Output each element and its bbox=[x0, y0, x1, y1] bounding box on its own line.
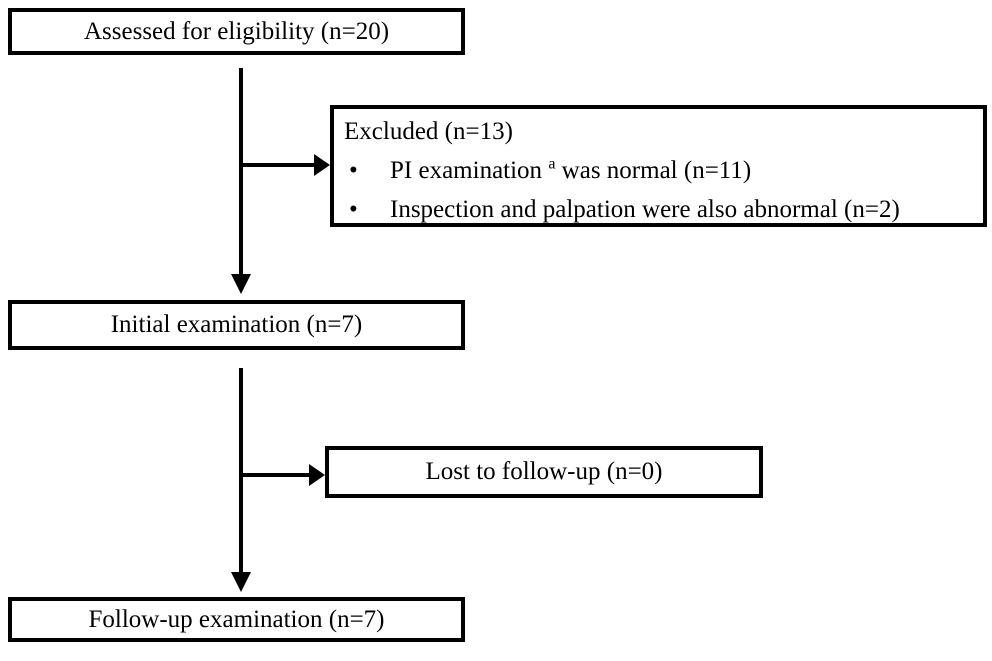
excluded-item-1-footnote-marker: a bbox=[548, 155, 556, 173]
box-initial-examination-label: Initial examination (n=7) bbox=[110, 311, 363, 338]
connector-assessed-to-initial bbox=[239, 68, 243, 274]
excluded-item-1-text: PI examination a was normal (n=11) bbox=[390, 151, 751, 190]
box-assessed-eligibility: Assessed for eligibility (n=20) bbox=[8, 8, 465, 55]
box-followup-examination-label: Follow-up examination (n=7) bbox=[88, 605, 385, 633]
box-lost-to-followup: Lost to follow-up (n=0) bbox=[325, 446, 763, 498]
bullet-icon: • bbox=[349, 196, 358, 223]
excluded-item-1-pre: PI examination bbox=[390, 157, 549, 184]
box-initial-examination: Initial examination (n=7) bbox=[8, 300, 465, 350]
arrowhead-down-initial bbox=[231, 274, 251, 294]
connector-branch-to-lost bbox=[241, 473, 309, 477]
box-lost-to-followup-label: Lost to follow-up (n=0) bbox=[425, 458, 663, 485]
excluded-item-2-text: Inspection and palpation were also abnor… bbox=[390, 190, 900, 229]
connector-branch-to-excluded bbox=[241, 163, 314, 167]
excluded-item-2: • Inspection and palpation were also abn… bbox=[344, 190, 973, 229]
box-assessed-eligibility-label: Assessed for eligibility (n=20) bbox=[83, 17, 390, 45]
box-followup-examination: Follow-up examination (n=7) bbox=[8, 597, 465, 642]
excluded-item-1: • PI examination a was normal (n=11) bbox=[344, 151, 973, 190]
arrowhead-right-excluded bbox=[314, 154, 330, 176]
box-excluded-title: Excluded (n=13) bbox=[344, 118, 513, 145]
connector-initial-to-followup bbox=[239, 368, 243, 572]
bullet-icon: • bbox=[349, 157, 358, 184]
arrowhead-right-lost bbox=[309, 464, 325, 486]
box-excluded: Excluded (n=13) • PI examination a was n… bbox=[330, 105, 987, 227]
arrowhead-down-followup bbox=[231, 572, 251, 592]
excluded-item-1-post: was normal (n=11) bbox=[555, 157, 752, 184]
excluded-item-2-pre: Inspection and palpation were also abnor… bbox=[390, 196, 900, 223]
